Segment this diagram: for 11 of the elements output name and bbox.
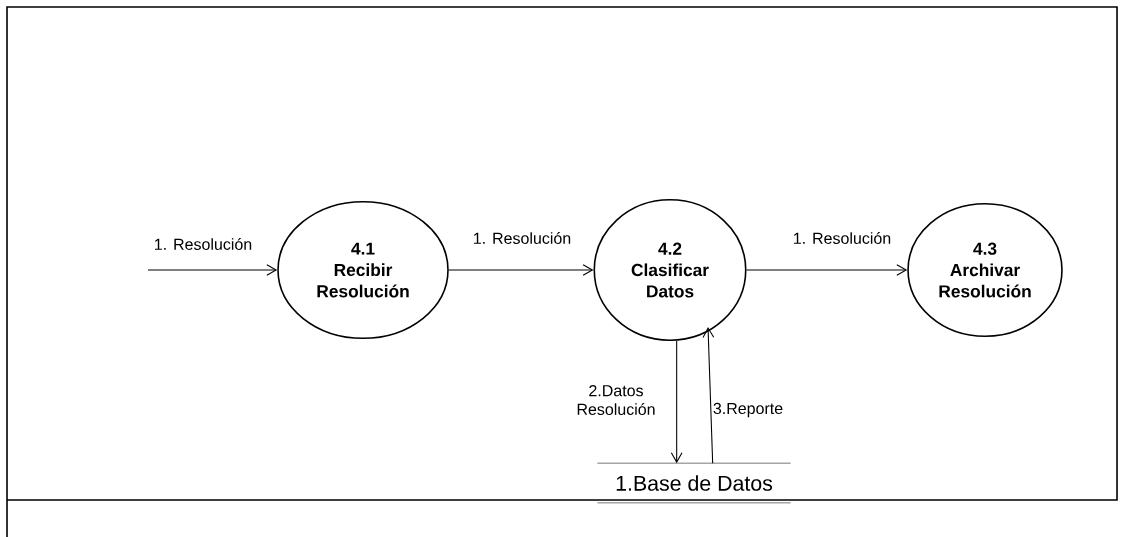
edge-label: 1. Resolución	[794, 232, 891, 244]
data-store: 1.Base de Datos	[597, 462, 791, 504]
arrow	[702, 327, 715, 464]
arrow	[448, 264, 594, 276]
edge-label: 2.Datos Resolución	[577, 385, 655, 415]
edge-label: 3.Reporte	[713, 402, 783, 418]
edge-label: 1. Resolución	[155, 238, 252, 250]
arrow	[670, 340, 683, 464]
arrow	[147, 264, 278, 276]
edge-label: 1. Resolución	[474, 232, 571, 244]
arrow	[746, 264, 908, 276]
